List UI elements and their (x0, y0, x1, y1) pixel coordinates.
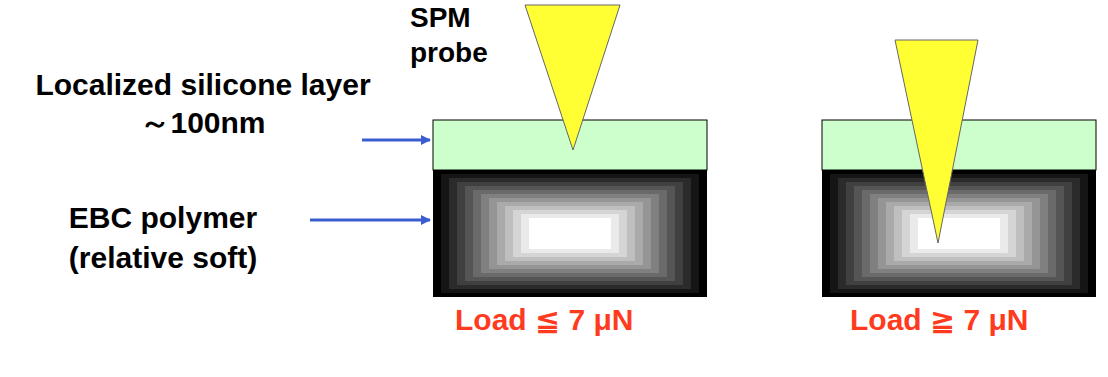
gradient-band (433, 170, 707, 297)
probe-label: SPM probe (410, 0, 520, 70)
gradient-band (473, 190, 667, 277)
gradient-band (822, 170, 1096, 297)
spm-probe (895, 40, 978, 243)
polymer-label: EBC polymer (relative soft) (18, 198, 308, 278)
gradient-band (846, 182, 1072, 285)
gradient-band (910, 214, 1008, 253)
ebc-polymer-block (433, 170, 707, 297)
gradient-band (862, 190, 1056, 277)
gradient-band (878, 198, 1040, 269)
leader-arrow (310, 219, 430, 222)
gradient-band (497, 202, 643, 265)
gradient-band (886, 202, 1032, 265)
gradient-band (489, 198, 651, 269)
gradient-band (513, 210, 627, 257)
gradient-band (854, 186, 1064, 281)
spm-probe (525, 5, 620, 150)
ebc-polymer-block (822, 170, 1096, 297)
gradient-band (521, 214, 619, 253)
gradient-band (465, 186, 675, 281)
layer-label: Localized silicone layer ～100nm (18, 66, 388, 142)
gradient-band (830, 174, 1088, 293)
gradient-band (870, 194, 1048, 273)
gradient-band (529, 218, 611, 249)
gradient-band (481, 194, 659, 273)
gradient-band (902, 210, 1016, 257)
gradient-band (505, 206, 635, 261)
gradient-band (449, 178, 691, 289)
gradient-band (441, 174, 699, 293)
gradient-band (457, 182, 683, 285)
gradient-band (838, 178, 1080, 289)
load-label: Load ≦ 7 μN (455, 300, 715, 340)
gradient-band (894, 206, 1024, 261)
leader-arrow (362, 139, 430, 142)
load-label: Load ≧ 7 μN (850, 300, 1100, 340)
gradient-band (918, 218, 1000, 249)
